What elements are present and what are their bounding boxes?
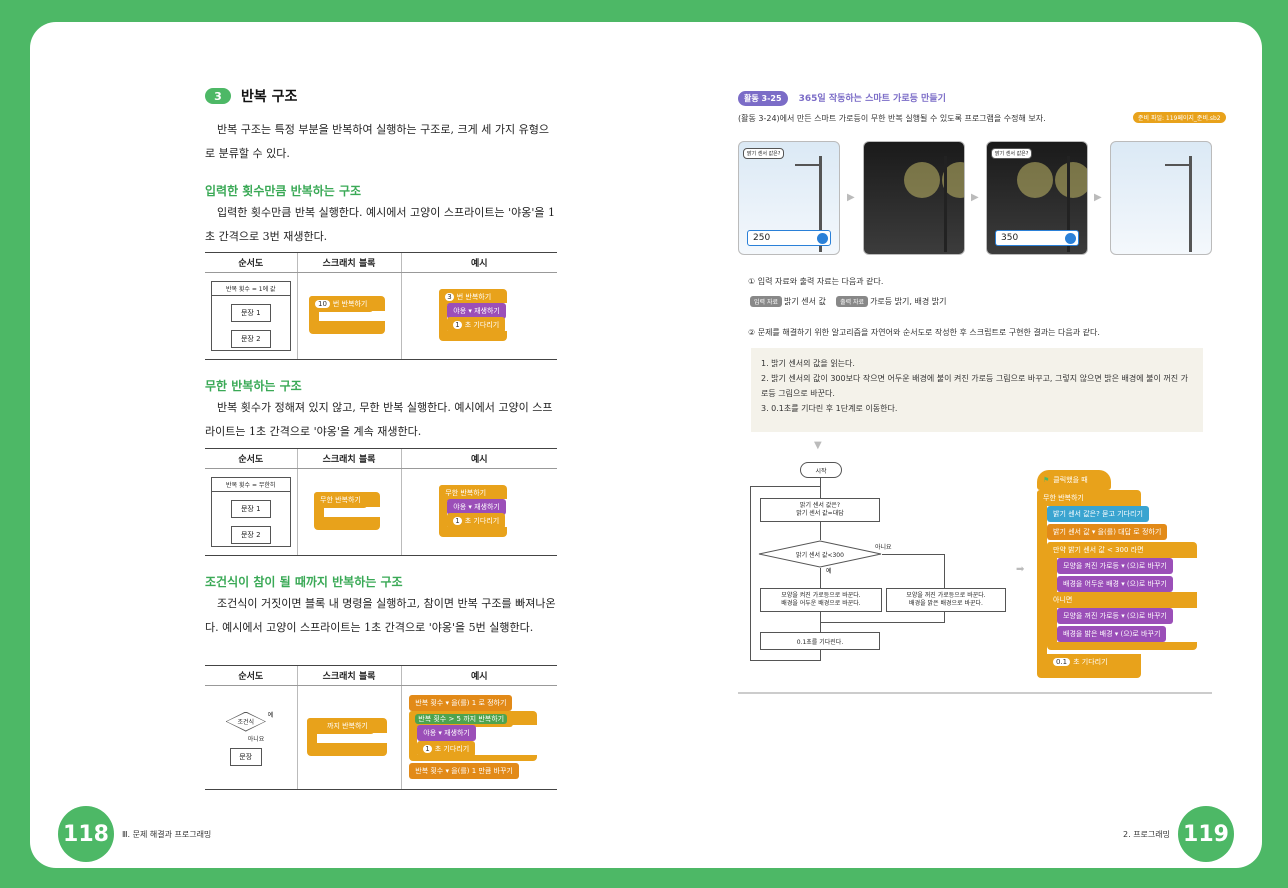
input-box[interactable]: 350 [995, 230, 1079, 246]
switch-backdrop-dark[interactable]: 배경을 어두운 배경 ▾ (으)로 바꾸기 [1057, 576, 1173, 592]
until-loop-text: 조건식이 거짓이면 블록 내 명령을 실행하고, 참이면 반복 구조를 빠져나온… [205, 597, 556, 634]
fc-decision [758, 540, 882, 568]
example-cell: 반복 횟수 ▾ 을(를) 1 로 정하기 반복 횟수 > 5 까지 반복하기 야… [400, 685, 557, 790]
forever-block[interactable]: 무한 반복하기 [314, 492, 367, 508]
flowchart-cell: 조건식 예 아니요 문장 [205, 685, 297, 790]
activity-header: 활동 3-25 365일 작동하는 스마트 가로등 만들기 [738, 86, 1212, 106]
arrow-icon: ▶ [971, 192, 979, 203]
check-icon[interactable] [817, 233, 828, 244]
subheading-forever-loop: 무한 반복하는 구조 [205, 379, 302, 393]
question-1: ① 입력 자료와 출력 자료는 다음과 같다. [748, 277, 884, 286]
switch-costume-on[interactable]: 모양을 켜진 가로등 ▾ (으)로 바꾸기 [1057, 558, 1173, 574]
lamp-panel-2 [863, 141, 965, 255]
col-scratch: 스크래치 블록 [296, 252, 401, 273]
count-loop-text: 입력한 횟수만큼 반복 실행한다. 예시에서 고양이 스프라이트는 '야옹'을 … [205, 206, 555, 243]
flowchart-cell: 반복 횟수 = 무한히 문장 1 문장 2 [205, 468, 297, 556]
bottom-rule [738, 692, 1212, 694]
when-clicked-block[interactable]: ⚑클릭했을 때 [1037, 470, 1111, 490]
col-flowchart: 순서도 [205, 252, 297, 273]
lamp-panel-3: 밝기 센서 값은? 350 [986, 141, 1088, 255]
chapter-label-right: 2. 프로그래밍 [1123, 829, 1170, 839]
green-flag-icon: ⚑ [1043, 476, 1050, 484]
footer-left: 118 Ⅲ. 문제 해결과 프로그래밍 [58, 806, 211, 862]
section-title: 반복 구조 [241, 89, 298, 105]
ask-block[interactable]: 밝기 센서 값은? 묻고 기다리기 [1047, 506, 1149, 522]
until-loop-table: 순서도 스크래치 블록 예시 조건식 예 아니요 문장 까지 반복하기 반복 횟… [205, 665, 557, 790]
fc-wait: 0.1초를 기다린다. [760, 632, 880, 650]
arrow-icon: ▶ [847, 192, 855, 203]
activity-title: 365일 작동하는 스마트 가로등 만들기 [798, 94, 946, 104]
page-number-left: 118 [58, 806, 114, 862]
page-number-right: 119 [1178, 806, 1234, 862]
intro-text: 반복 구조는 특정 부분을 반복하여 실행하는 구조로, 크게 세 가지 유형으… [205, 123, 549, 160]
check-icon[interactable] [1065, 233, 1076, 244]
fc-light-off: 모양을 꺼진 가로등으로 바꾼다. 배경을 밝은 배경으로 바꾼다. [886, 588, 1006, 612]
activity-badge: 활동 3-25 [738, 91, 788, 106]
chapter-label-left: Ⅲ. 문제 해결과 프로그래밍 [122, 829, 212, 839]
fc-start: 시작 [800, 462, 842, 478]
question-2: ② 문제를 해결하기 위한 알고리즘을 자연어와 순서도로 작성한 후 스크립트… [748, 328, 1100, 337]
section-number: 3 [205, 88, 231, 104]
algorithm-box: 1. 밝기 센서의 값을 읽는다. 2. 밝기 센서의 값이 300보다 작으면… [751, 348, 1203, 432]
forever-block[interactable]: 무한 반복하기 [1037, 490, 1090, 506]
repeat-until-block[interactable]: 까지 반복하기 [307, 717, 374, 734]
else-label: 아니면 [1047, 592, 1079, 608]
scratch-block-cell: 까지 반복하기 [296, 685, 401, 790]
col-example: 예시 [400, 252, 557, 273]
activity-description: (활동 3-24)에서 만든 스마트 가로등이 무한 반복 실행될 수 있도록 … [738, 114, 1046, 123]
switch-costume-off[interactable]: 모양을 꺼진 가로등 ▾ (으)로 바꾸기 [1057, 608, 1173, 624]
down-arrow-icon: ▼ [814, 440, 822, 451]
forever-loop-text: 반복 횟수가 정해져 있지 않고, 무한 반복 실행한다. 예시에서 고양이 스… [205, 401, 553, 438]
scratch-block-cell: 무한 반복하기 [296, 468, 401, 556]
arrow-icon: ▶ [1094, 192, 1102, 203]
prep-file-badge: 준비 파일: 119페이지_준비.sb2 [1133, 112, 1226, 123]
lamp-panel-1: 밝기 센서 값은? 250 [738, 141, 840, 255]
set-var-block[interactable]: 밝기 센서 값 ▾ 을(를) 대답 로 정하기 [1047, 524, 1168, 540]
right-arrow-icon: ➡ [1016, 564, 1025, 575]
fc-ask: 밝기 센서 값은? 밝기 센서 값=대답 [760, 498, 880, 522]
switch-backdrop-light[interactable]: 배경을 밝은 배경 ▾ (으)로 바꾸기 [1057, 626, 1167, 642]
subheading-count-loop: 입력한 횟수만큼 반복하는 구조 [205, 184, 362, 198]
forever-loop-table: 순서도 스크래치 블록 예시 반복 횟수 = 무한히 문장 1 문장 2 무한 … [205, 448, 557, 556]
section-heading: 3 반복 구조 [205, 86, 297, 106]
footer-right: 2. 프로그래밍 119 [1123, 806, 1234, 862]
lamp-panel-4 [1110, 141, 1212, 255]
flowchart-cell: 반복 횟수 = 1에 값 문장 1 문장 2 [205, 272, 297, 360]
if-block[interactable]: 만약 밝기 센서 값 < 300 라면 [1047, 542, 1150, 558]
scratch-script: ⚑클릭했을 때 무한 반복하기 밝기 센서 값은? 묻고 기다리기 밝기 센서 … [1037, 462, 1207, 682]
count-loop-table: 순서도 스크래치 블록 예시 반복 횟수 = 1에 값 문장 1 문장 2 10… [205, 252, 557, 360]
input-box[interactable]: 250 [747, 230, 831, 246]
fc-light-on: 모양을 켜진 가로등으로 바꾼다. 배경을 어두운 배경으로 바꾼다. [760, 588, 882, 612]
subheading-until-loop: 조건식이 참이 될 때까지 반복하는 구조 [205, 575, 403, 589]
